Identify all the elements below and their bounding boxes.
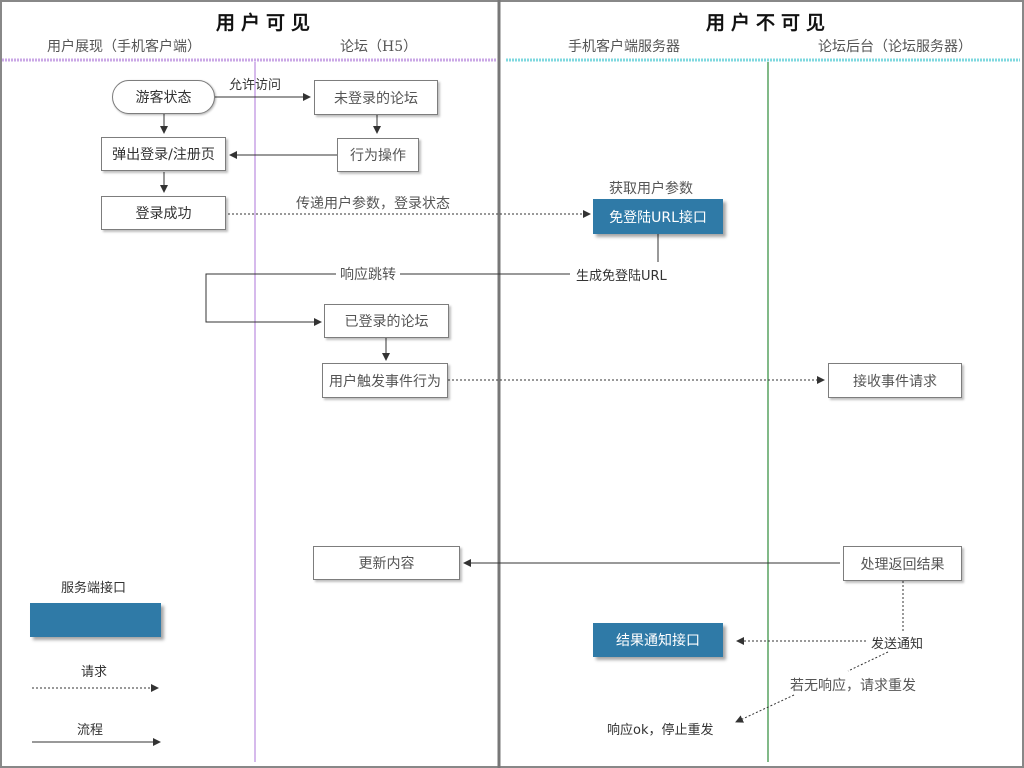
node-guest-state: 游客状态 — [112, 80, 215, 114]
lane-title-client-server: 手机客户端服务器 — [568, 39, 680, 55]
label-gen-sso-url: 生成免登陆URL — [572, 265, 671, 284]
label-response-ok: 响应ok，停止重发 — [607, 723, 714, 738]
section-title-visible: 用户可见 — [216, 12, 317, 34]
node-process-result: 处理返回结果 — [843, 546, 962, 581]
node-sso-url-api: 免登陆URL接口 — [593, 199, 723, 234]
node-popup-login: 弹出登录/注册页 — [101, 137, 226, 171]
label-pass-params: 传递用户参数，登录状态 — [296, 196, 450, 212]
node-forum-logged: 已登录的论坛 — [324, 304, 449, 338]
lane-title-forum-h5: 论坛（H5） — [340, 39, 418, 55]
label-response-redirect: 响应跳转 — [336, 264, 400, 284]
lane-title-forum-backend: 论坛后台（论坛服务器） — [818, 39, 972, 55]
node-result-notify-api: 结果通知接口 — [593, 623, 723, 657]
arrow-retry-lower — [735, 694, 795, 723]
label-send-notify: 发送通知 — [871, 637, 924, 652]
lane-title-user-display: 用户展现（手机客户端） — [47, 39, 201, 55]
node-receive-event: 接收事件请求 — [828, 363, 962, 398]
legend-server-api-swatch — [30, 603, 161, 637]
node-forum-not-logged: 未登录的论坛 — [314, 80, 438, 115]
node-user-trigger: 用户触发事件行为 — [322, 363, 448, 398]
label-allow-access: 允许访问 — [229, 78, 282, 93]
node-login-success: 登录成功 — [101, 196, 226, 230]
legend-flow-label: 流程 — [77, 723, 104, 738]
label-retry: 若无响应，请求重发 — [790, 678, 916, 694]
line-retry-upper — [847, 651, 889, 672]
legend-request-label: 请求 — [81, 665, 108, 680]
section-title-invisible: 用户不可见 — [706, 12, 832, 34]
label-get-params: 获取用户参数 — [609, 181, 693, 197]
node-action-op: 行为操作 — [337, 138, 419, 172]
node-update-content: 更新内容 — [313, 546, 460, 580]
legend-server-api-label: 服务端接口 — [61, 581, 127, 596]
